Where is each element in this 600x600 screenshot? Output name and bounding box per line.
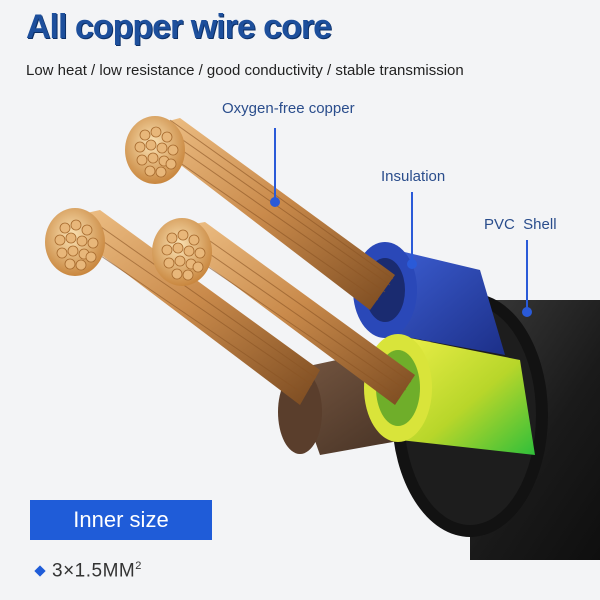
callout-oxygen-free-copper: Oxygen-free copper <box>222 100 355 117</box>
blue-insulation <box>353 242 505 355</box>
callout-insulation: Insulation <box>381 168 446 185</box>
headline: All copper wire core <box>26 8 332 46</box>
inner-size-badge: Inner size <box>30 500 212 540</box>
conductor-spec: 3×1.5MM2 <box>52 560 142 582</box>
spec-row: 3×1.5MM2 <box>34 560 142 582</box>
copper-bundle-left <box>45 208 320 405</box>
callout-pvc-shell: PVC Shell <box>484 216 557 233</box>
copper-bundle-middle <box>152 218 415 405</box>
callout-leaders <box>270 128 532 317</box>
feature-subline: Low heat / low resistance / good conduct… <box>26 62 464 79</box>
diamond-bullet-icon <box>34 565 46 577</box>
